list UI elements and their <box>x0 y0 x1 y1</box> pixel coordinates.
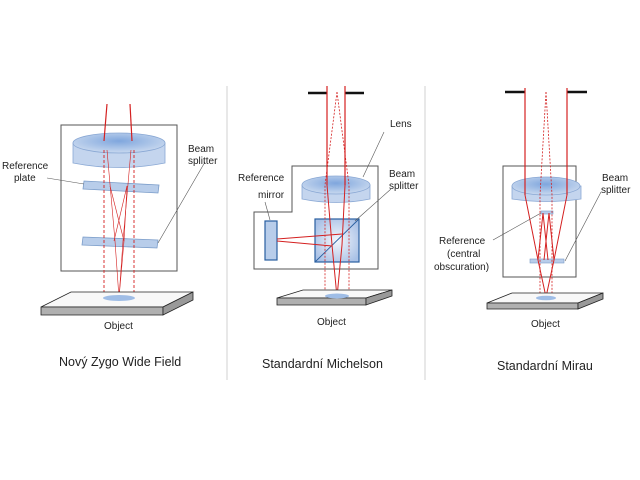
light-beams <box>524 88 568 298</box>
object-label: Object <box>104 321 133 332</box>
panel-mirau: Beam splitter Reference (central obscura… <box>434 88 631 373</box>
panel-title: Standardní Mirau <box>497 359 593 373</box>
reference-label: (central <box>447 249 480 260</box>
light-beams <box>103 103 135 299</box>
leader-line <box>492 212 542 241</box>
leader-line <box>354 188 392 222</box>
beam-splitter <box>529 258 565 264</box>
reference-mirror <box>264 220 278 261</box>
beam-splitter-label: splitter <box>601 185 631 196</box>
reference-mirror-label: mirror <box>258 190 285 201</box>
beam-splitter-label: splitter <box>188 156 218 167</box>
reference-label: obscuration) <box>434 262 489 273</box>
panel-michelson: Lens Reference mirror Beam splitter Obje… <box>238 86 419 371</box>
lens <box>72 132 166 168</box>
leader-line <box>264 201 271 221</box>
reference-plate-label: Reference <box>2 161 49 172</box>
object-label: Object <box>531 319 560 330</box>
splitter-diagonal <box>314 218 360 263</box>
beam-splitter-label: Beam <box>188 144 214 155</box>
panel-wide-field: Reference plate Beam splitter Object Nov… <box>2 103 218 369</box>
reference-mirror-label: Reference <box>238 173 285 184</box>
reference-obscuration <box>540 210 554 215</box>
panel-title: Nový Zygo Wide Field <box>59 355 181 369</box>
lens <box>301 175 371 203</box>
reference-plate <box>82 180 160 194</box>
beam-splitter-label: Beam <box>389 169 415 180</box>
beam-splitter-label: splitter <box>389 181 419 192</box>
reference-plate-label: plate <box>14 173 36 184</box>
lens <box>511 176 582 202</box>
reference-label: Reference <box>439 236 486 247</box>
leader-line <box>157 161 206 244</box>
object-label: Object <box>317 317 346 328</box>
object-stage <box>276 289 393 306</box>
object-stage <box>40 291 194 316</box>
leader-line <box>46 177 85 185</box>
lens-label: Lens <box>390 119 412 130</box>
object-stage <box>486 292 604 310</box>
leader-line <box>362 131 385 178</box>
beam-splitter <box>81 236 159 249</box>
leader-line <box>564 191 602 262</box>
beam-splitter-label: Beam <box>602 173 628 184</box>
panel-title: Standardní Michelson <box>262 357 383 371</box>
